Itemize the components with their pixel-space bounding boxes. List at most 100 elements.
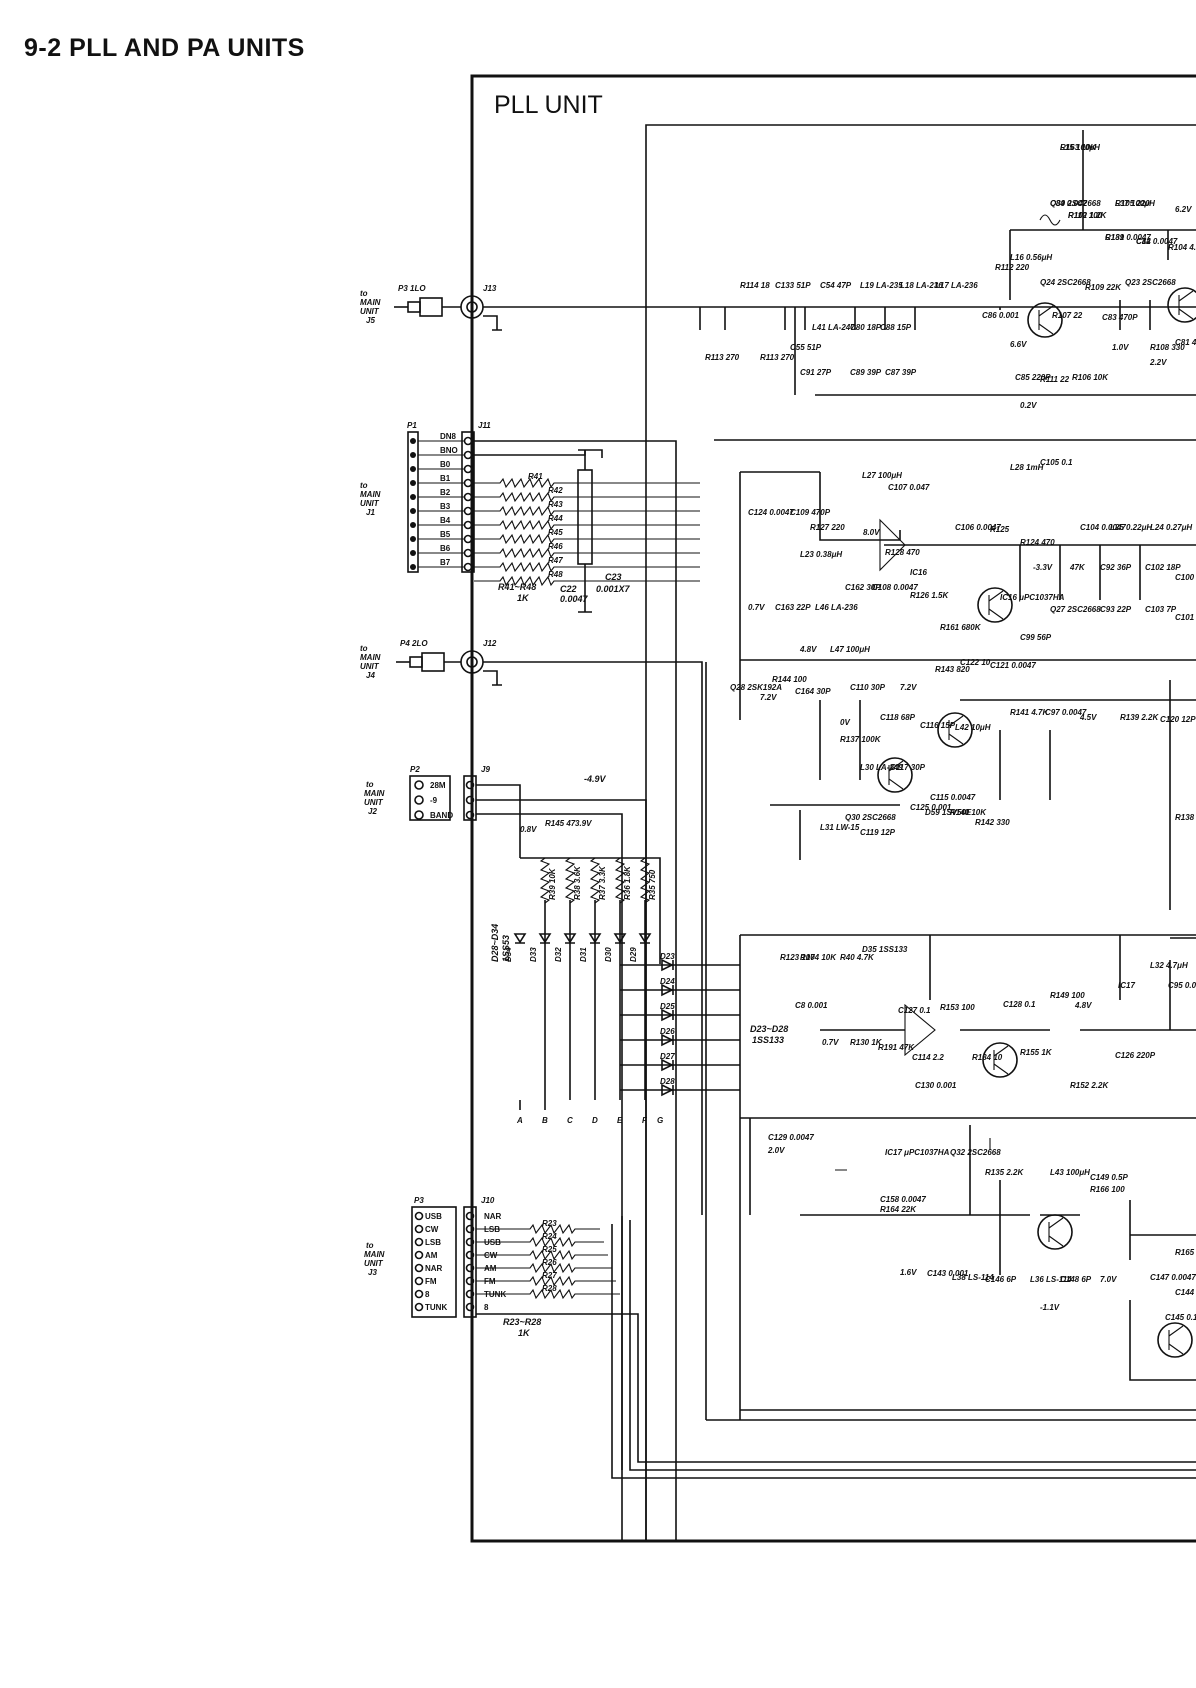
component-label: C97 0.0047 [1045, 708, 1087, 717]
component-label: C117 30P [890, 763, 926, 772]
component-label: L23 0.38μH [800, 550, 842, 559]
diode-label: D30 [604, 947, 613, 962]
component-label: 2.2V [1149, 358, 1167, 367]
p1-pin-label: B5 [440, 530, 451, 539]
transistor-symbol [1167, 287, 1196, 323]
diode-label: D32 [554, 947, 563, 962]
component-label: L28 1mH [1010, 463, 1044, 472]
resistor-label: R41 [528, 472, 543, 481]
component-label: R125 [990, 525, 1010, 534]
component-label: R174 10K [800, 953, 837, 962]
component-label: C125 0.001 [910, 803, 952, 812]
component-label: Q30 2SC2668 [845, 813, 896, 822]
resistor-label: R46 [548, 542, 563, 551]
component-label: C99 56P [1020, 633, 1052, 642]
resistor-note-value: 1K [518, 1328, 531, 1338]
ladder-resistor-label: R37 3.3K [598, 865, 607, 900]
component-label: R105 220 [1115, 199, 1150, 208]
p1-pin-label: B4 [440, 516, 451, 525]
p3-pin-left: FM [425, 1277, 437, 1286]
p1-pin-label: B1 [440, 474, 451, 483]
component-label: 0.8V [520, 825, 537, 834]
diode-label: D25 [660, 1002, 675, 1011]
resistor-label: R45 [548, 528, 563, 537]
diode-label: D28 [660, 1077, 675, 1086]
dest-line: MAIN [364, 789, 385, 798]
bus-letter: F [642, 1116, 648, 1125]
component-label: C88 15P [880, 323, 912, 332]
component-label: 4.8V [1074, 1001, 1092, 1010]
component-label: IC16 [910, 568, 927, 577]
component-label: C93 22P [1100, 605, 1132, 614]
cap-label: C22 [560, 584, 577, 594]
component-label: R155 1K [1020, 1048, 1053, 1057]
bus-letter: A [516, 1116, 523, 1125]
resistor-label: R23 [542, 1219, 557, 1228]
component-label: R181 [1105, 233, 1125, 242]
p1-pin-label: B6 [440, 544, 451, 553]
p3-pin-left: LSB [425, 1238, 441, 1247]
component-label: R107 22 [1052, 311, 1083, 320]
jack-label: J11 [478, 421, 491, 430]
component-label: C121 0.0047 [990, 661, 1036, 670]
component-label: R40 4.7K [840, 953, 875, 962]
diode-label: D29 [629, 947, 638, 962]
component-label: C143 0.001 [927, 1269, 969, 1278]
resistor-note: R23~R28 [503, 1317, 541, 1327]
component-label: 6.6V [1010, 340, 1027, 349]
cap-label: C23 [605, 572, 622, 582]
component-label: C106 0.0047 [955, 523, 1001, 532]
component-label: D35 1SS133 [862, 945, 908, 954]
component-label: C87 39P [885, 368, 917, 377]
component-label: 7.2V [900, 683, 917, 692]
component-label: L16 0.56μH [1010, 253, 1052, 262]
component-label: 0.7V [822, 1038, 839, 1047]
dest-line: J5 [366, 316, 375, 325]
component-label: R141 4.7K [1010, 708, 1049, 717]
diode-label: D34 [504, 947, 513, 962]
resistor-label: R24 [542, 1232, 557, 1241]
component-label: 3.9V [575, 819, 592, 828]
resistor-note: R41~R48 [498, 582, 536, 592]
component-label: IC16 μPC1037HA [1000, 593, 1065, 602]
component-label: R130 1K [850, 1038, 883, 1047]
component-label: L36 LS-114 [1030, 1275, 1072, 1284]
diode-label: D31 [579, 947, 588, 962]
component-label: C108 0.0047 [872, 583, 918, 592]
dest-line: UNIT [364, 798, 384, 807]
component-label: D59 1SV50E [925, 808, 972, 817]
component-label: L31 LW-15 [820, 823, 860, 832]
component-label: IC17 [1118, 981, 1135, 990]
component-label: 4.5V [1079, 713, 1097, 722]
jack-label: J9 [481, 765, 490, 774]
component-label: C130 0.001 [915, 1081, 957, 1090]
component-label: C120 12P [1160, 715, 1196, 724]
component-label: C109 470P [790, 508, 831, 517]
transistor-symbol [982, 1042, 1018, 1078]
p3-pin-left: TUNK [425, 1303, 447, 1312]
diode-label: D27 [660, 1052, 675, 1061]
component-label: R106 10K [1072, 373, 1109, 382]
component-label: R164 22K [880, 1205, 917, 1214]
ladder-resistor-label: R35 750 [648, 869, 657, 900]
diode-label: D23 [660, 952, 675, 961]
dest-line: to [360, 481, 368, 490]
component-label: C92 36P [1100, 563, 1132, 572]
component-label: R145 47 [545, 819, 576, 828]
diode-group-type: 1SS133 [752, 1035, 784, 1045]
bus-letter: E [617, 1116, 623, 1125]
component-label: C148 6P [1060, 1275, 1092, 1284]
dest-line: MAIN [364, 1250, 385, 1259]
component-label: L47 100μH [830, 645, 870, 654]
component-label: L27 100μH [862, 471, 902, 480]
dest-line: to [366, 1241, 374, 1250]
component-label: L18 LA-236 [900, 281, 943, 290]
jack-label: J13 [483, 284, 497, 293]
component-label: R163 10K [1060, 143, 1097, 152]
transistor-symbol [1027, 302, 1063, 338]
p2-pin-label: 28M [430, 781, 446, 790]
p3-pin-left: 8 [425, 1290, 430, 1299]
component-label: 1.0V [1112, 343, 1129, 352]
component-label: C144 220P [1175, 1288, 1196, 1297]
